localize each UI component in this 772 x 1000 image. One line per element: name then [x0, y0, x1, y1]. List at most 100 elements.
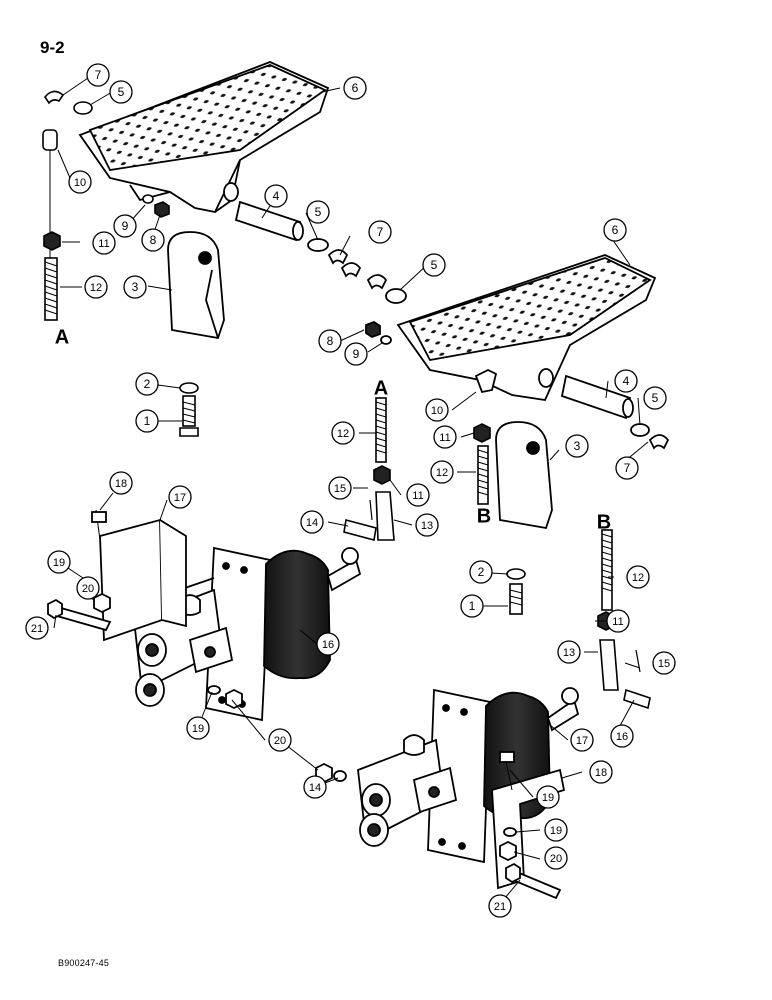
callout-10: 10 [68, 170, 92, 194]
callout-9: 9 [113, 214, 137, 238]
callout-circle [643, 386, 667, 410]
callout-label: 19 [542, 792, 554, 804]
callout-circle [406, 483, 430, 507]
callout-7: 7 [615, 456, 639, 480]
callout-label: 5 [652, 391, 659, 405]
callout-13: 13 [415, 513, 439, 537]
reference-letter-b-right-bracket: B [476, 505, 492, 528]
callout-2: 2 [135, 372, 159, 396]
callout-11: 11 [433, 425, 457, 449]
callout-label: 15 [334, 483, 346, 495]
upper-mount-plate [47, 509, 347, 784]
callout-circle [135, 409, 159, 433]
left-pedal-pin [234, 200, 349, 265]
callout-circle [135, 372, 159, 396]
callout-12: 12 [84, 275, 108, 299]
callout-label: 11 [439, 432, 450, 444]
document-code: B900247-45 [58, 958, 110, 968]
callout-label: 7 [377, 225, 384, 239]
callout-label: 19 [550, 825, 562, 837]
callout-circle [430, 460, 454, 484]
callout-label: 12 [337, 428, 349, 440]
callout-circle [536, 785, 560, 809]
callout-circle [415, 513, 439, 537]
callout-circle [433, 425, 457, 449]
callout-5: 5 [109, 80, 133, 104]
callout-circle [109, 471, 133, 495]
callout-label: 6 [352, 81, 359, 95]
callout-18: 18 [109, 471, 133, 495]
callout-12: 12 [331, 421, 355, 445]
callout-circle [614, 369, 638, 393]
callout-circle [652, 651, 676, 675]
callout-20: 20 [76, 576, 100, 600]
callout-circle [76, 576, 100, 600]
callout-label: 17 [576, 735, 588, 747]
callout-circle [331, 421, 355, 445]
callout-label: 17 [174, 492, 186, 504]
callout-5: 5 [422, 253, 446, 277]
callout-20: 20 [268, 728, 292, 752]
callout-circle [168, 485, 192, 509]
callout-label: 5 [315, 205, 322, 219]
callout-label: 13 [563, 647, 575, 659]
callout-label: 19 [53, 557, 65, 569]
right-pedal-pin [340, 262, 670, 450]
callout-4: 4 [264, 184, 288, 208]
callout-circle [186, 716, 210, 740]
reference-letter-a-center: A [373, 377, 389, 400]
callout-3: 3 [123, 275, 147, 299]
callout-label: 10 [74, 177, 86, 189]
callout-8: 8 [318, 329, 342, 353]
callout-circle [84, 275, 108, 299]
callout-8: 8 [141, 228, 165, 252]
callout-label: 5 [431, 258, 438, 272]
callout-circle [603, 218, 627, 242]
callout-label: 16 [322, 639, 334, 651]
callout-1: 1 [460, 594, 484, 618]
callout-19: 19 [536, 785, 560, 809]
callout-circle [544, 846, 568, 870]
callout-circle [557, 640, 581, 664]
callout-label: 11 [612, 616, 623, 628]
callout-label: 9 [353, 347, 360, 361]
callout-7: 7 [368, 220, 392, 244]
callout-circle [570, 728, 594, 752]
callout-label: 16 [616, 731, 628, 743]
callout-circle [92, 231, 116, 255]
callout-circle [306, 200, 330, 224]
callout-19: 19 [186, 716, 210, 740]
callout-circle [488, 894, 512, 918]
callout-6: 6 [603, 218, 627, 242]
callout-circle [368, 220, 392, 244]
callout-21: 21 [25, 616, 49, 640]
callout-11: 11 [606, 609, 630, 633]
callout-circle [610, 724, 634, 748]
callout-circle [469, 560, 493, 584]
callout-label: 14 [306, 517, 318, 529]
lower-mount-plate [491, 751, 566, 900]
callout-circle [68, 170, 92, 194]
callout-label: 19 [192, 723, 204, 735]
callout-label: 15 [658, 658, 670, 670]
callout-circle [268, 728, 292, 752]
callout-circle [316, 632, 340, 656]
callout-circle [318, 329, 342, 353]
callout-label: 20 [82, 583, 94, 595]
callout-label: 13 [421, 520, 433, 532]
callout-21: 21 [488, 894, 512, 918]
callout-7: 7 [86, 63, 110, 87]
callout-circle [264, 184, 288, 208]
callout-label: 11 [98, 238, 109, 250]
callout-5: 5 [306, 200, 330, 224]
callout-circle [123, 275, 147, 299]
callout-label: 8 [327, 334, 334, 348]
callout-1: 1 [135, 409, 159, 433]
callout-label: 20 [550, 853, 562, 865]
callout-14: 14 [300, 510, 324, 534]
callout-circle [589, 760, 613, 784]
callout-16: 16 [610, 724, 634, 748]
lower-valve [357, 687, 580, 864]
